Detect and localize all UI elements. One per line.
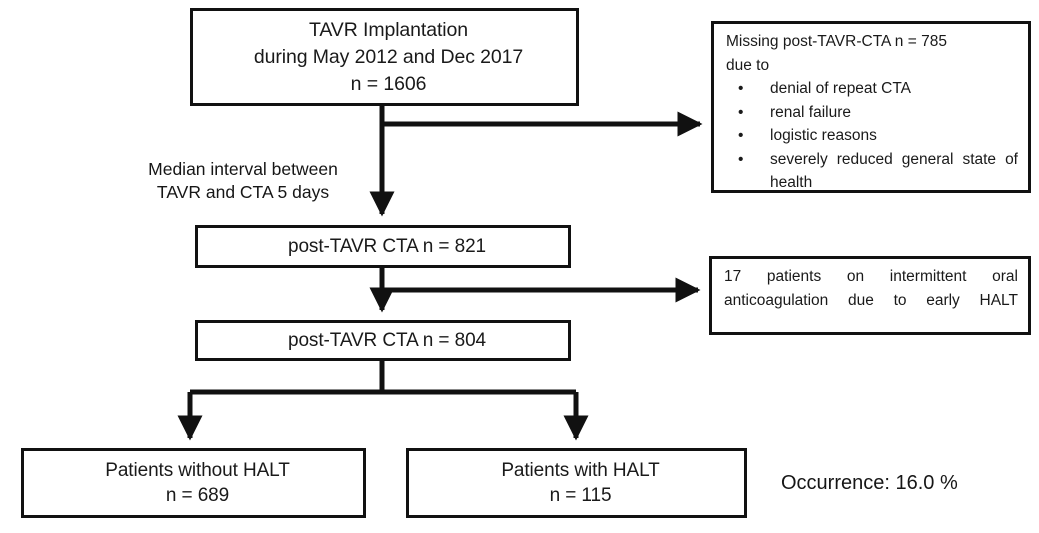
- node-line: during May 2012 and Dec 2017: [253, 45, 524, 68]
- list-item: • denial of repeat CTA: [726, 77, 1018, 101]
- node-line: TAVR Implantation: [308, 18, 469, 41]
- list-item-label: denial of repeat CTA: [770, 80, 912, 97]
- list-item: • renal failure: [726, 101, 1018, 125]
- node-line: n = 689: [165, 485, 230, 506]
- note-header-line: Missing post-TAVR-CTA n = 785: [726, 33, 947, 50]
- note-bullet-list: • denial of repeat CTA • renal failure •…: [726, 77, 1018, 218]
- node-patients-without-halt[interactable]: Patients without HALT n = 689: [21, 448, 366, 518]
- list-item-label: logistic reasons: [770, 127, 877, 144]
- bullet-icon: •: [738, 80, 744, 97]
- node-line: post-TAVR CTA n = 804: [287, 330, 486, 351]
- node-line: Patients with HALT: [501, 460, 660, 481]
- label-median-interval: Median interval between TAVR and CTA 5 d…: [148, 159, 338, 202]
- node-tavr-implantation[interactable]: TAVR Implantation during May 2012 and De…: [190, 8, 579, 106]
- list-item-label: renal failure: [770, 103, 851, 121]
- list-item: • logistic reasons: [726, 124, 1018, 148]
- note-missing-post-tavr-cta[interactable]: Missing post-TAVR-CTA n = 785 due to • d…: [711, 21, 1031, 193]
- bullet-icon: •: [738, 103, 744, 121]
- bullet-icon: •: [738, 150, 744, 168]
- node-line: n = 115: [549, 485, 612, 506]
- note-text: 17 patients on intermittent oral anticoa…: [724, 268, 1018, 309]
- list-item: • severely reduced general state of heal…: [726, 148, 1018, 219]
- list-item-label: severely reduced general state of health: [770, 150, 1018, 192]
- label-occurrence: Occurrence: 16.0 %: [781, 472, 958, 494]
- node-patients-with-halt[interactable]: Patients with HALT n = 115: [406, 448, 747, 518]
- node-line: Patients without HALT: [105, 460, 290, 481]
- node-line: n = 1606: [350, 72, 427, 95]
- bullet-icon: •: [738, 127, 744, 144]
- note-oral-anticoagulation[interactable]: 17 patients on intermittent oral anticoa…: [709, 256, 1031, 335]
- node-post-tavr-cta-821[interactable]: post-TAVR CTA n = 821: [195, 225, 571, 268]
- node-post-tavr-cta-804[interactable]: post-TAVR CTA n = 804: [195, 320, 571, 361]
- note-header-line: due to: [726, 56, 770, 74]
- node-line: post-TAVR CTA n = 821: [287, 236, 486, 257]
